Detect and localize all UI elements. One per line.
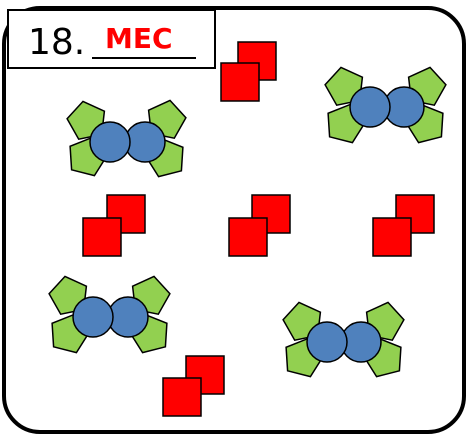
red-square-pair [220,41,277,102]
molecule [48,275,171,354]
red-square-pair [162,355,225,417]
red-square [162,377,202,417]
red-square-pair [372,194,435,257]
blue-circle [107,296,149,338]
blue-circle [306,321,348,363]
shapes-layer [48,41,447,417]
blue-circle [72,296,114,338]
red-square [372,217,412,257]
question-number: 18. [28,22,85,63]
molecule [324,66,447,144]
red-square [228,217,268,257]
blue-circle [349,86,391,128]
red-square [82,217,122,257]
blue-circle [124,121,166,163]
red-square-pair [228,194,291,257]
red-square-pair [82,194,146,257]
answer-text: MEC [105,22,173,55]
molecule [282,301,405,378]
molecule [66,99,187,178]
red-square [220,62,260,102]
outer-frame [2,6,466,434]
blue-circle [89,121,131,163]
